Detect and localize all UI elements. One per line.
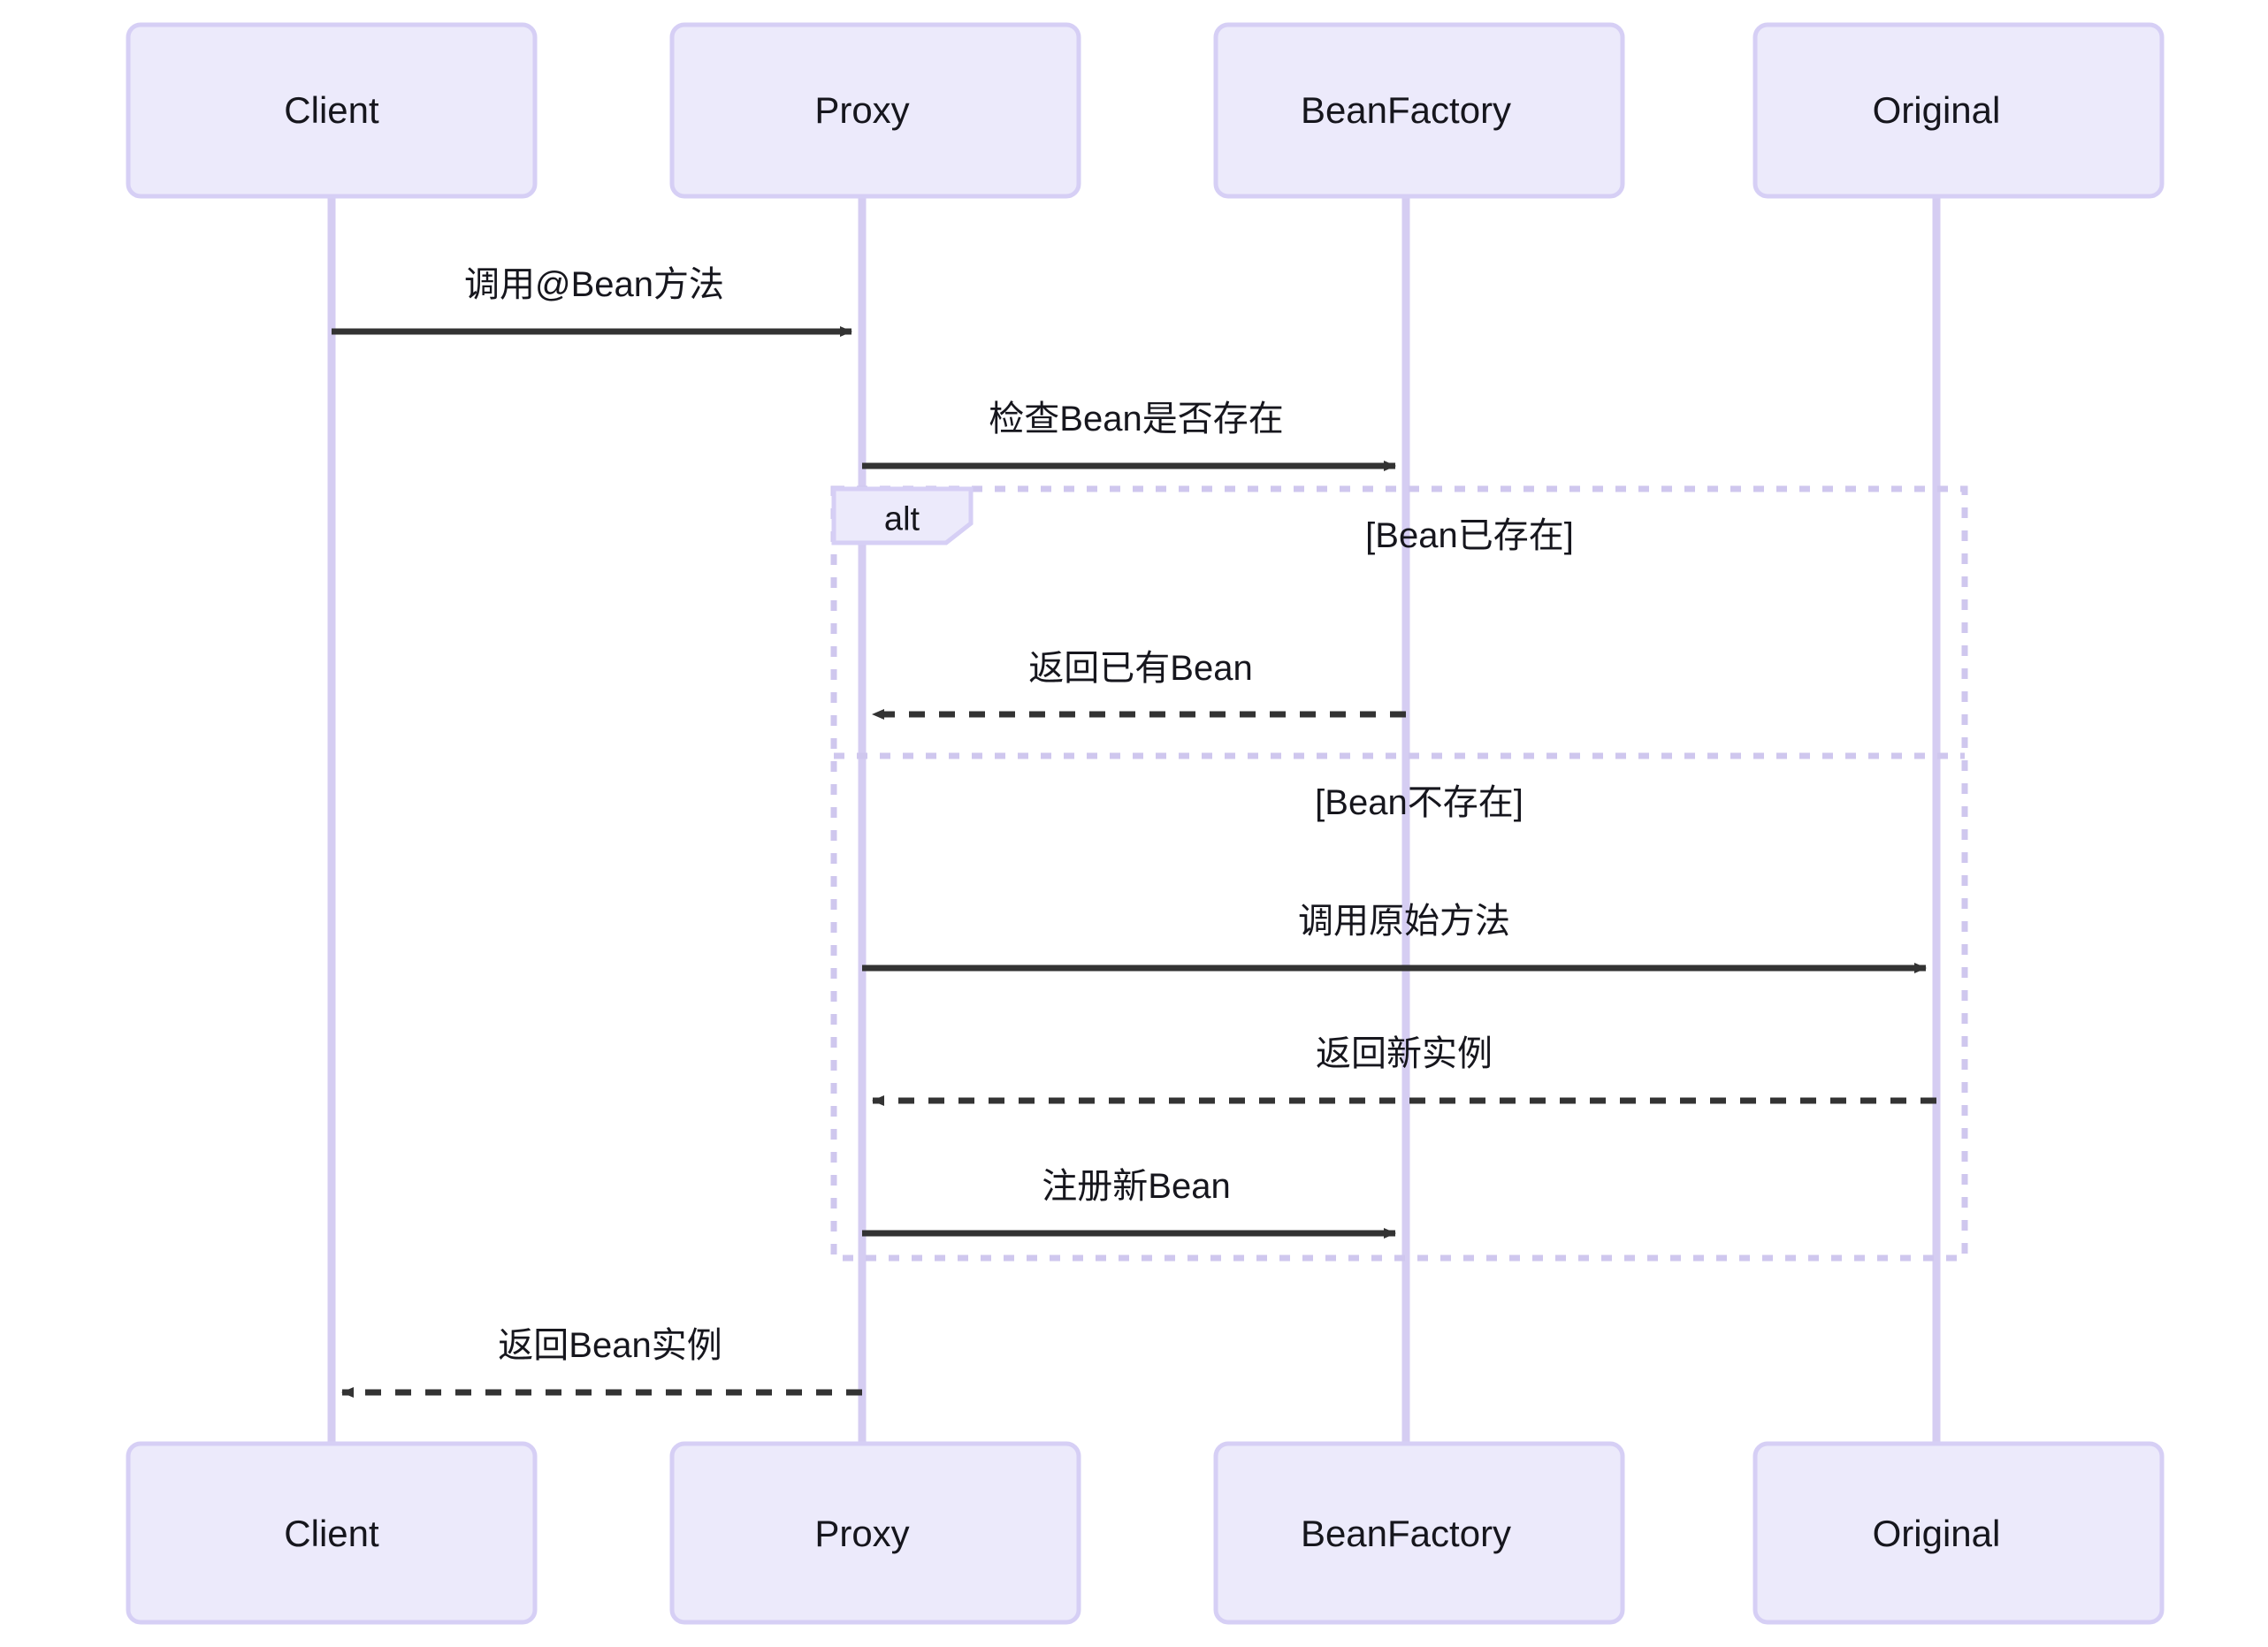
- participant-boxes-top: [126, 22, 2165, 199]
- message-arrows: [332, 326, 1936, 1398]
- participant-box-top-client: [126, 22, 538, 199]
- participant-box-top-original: [1753, 22, 2165, 199]
- participant-box-top-beanfactory: [1213, 22, 1625, 199]
- participant-box-bottom-client: [126, 1441, 538, 1625]
- alt-fragment-frame: [830, 485, 1968, 1262]
- alt-keyword-box: [831, 486, 974, 545]
- participant-box-bottom-original: [1753, 1441, 2165, 1625]
- participant-box-top-proxy: [669, 22, 1081, 199]
- participant-box-bottom-proxy: [669, 1441, 1081, 1625]
- participant-box-bottom-beanfactory: [1213, 1441, 1625, 1625]
- alt-fragment-border: [830, 485, 1968, 1262]
- participant-boxes-bottom: [126, 1441, 2165, 1625]
